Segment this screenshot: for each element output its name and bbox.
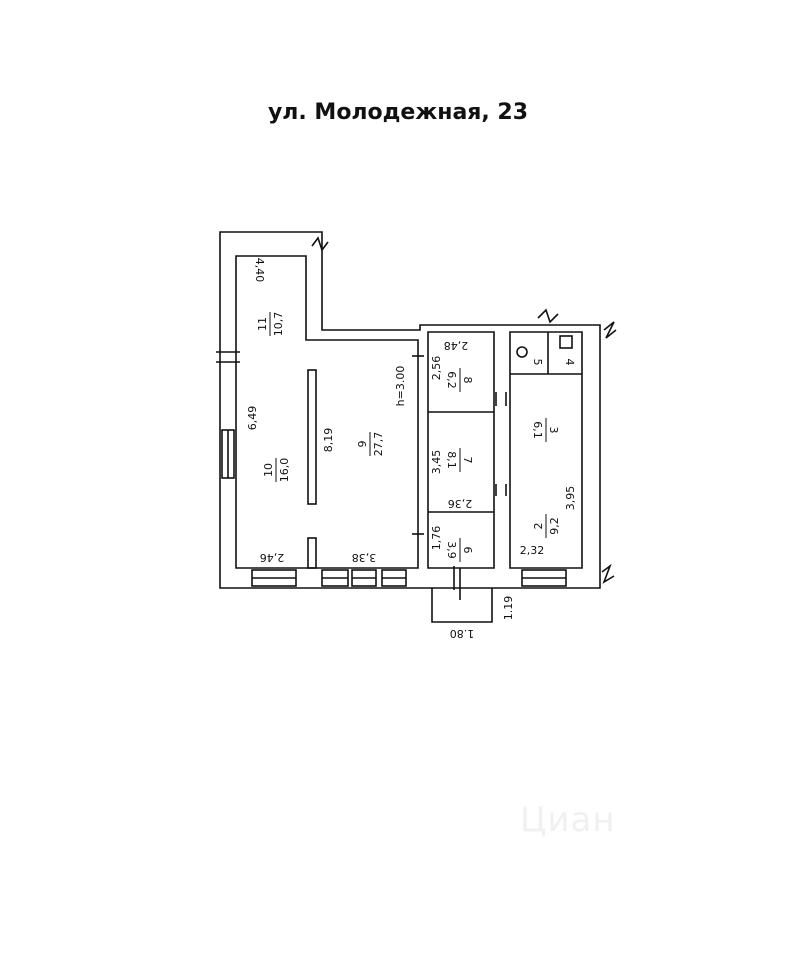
beam-stub — [307, 537, 317, 569]
dim-2-32: 2,32 — [520, 544, 545, 557]
dim-1-19: 1.19 — [502, 596, 515, 621]
room-11-number: 11 — [256, 317, 269, 331]
room-2-number: 2 — [532, 523, 545, 530]
porch — [431, 588, 493, 623]
dim-1-80: 1.80 — [450, 627, 475, 640]
plan-title: ул. Молодежная, 23 — [267, 100, 529, 125]
room-8-area: 6,2 — [445, 371, 458, 389]
room-3-area: 6,1 — [531, 421, 544, 439]
dim-3-95: 3,95 — [564, 486, 577, 511]
room-4-number: 4 — [563, 359, 576, 366]
dim-3-45: 3,45 — [430, 450, 443, 475]
inner-wall-right — [509, 331, 583, 569]
room-6-number: 6 — [461, 547, 474, 554]
dim-6-49: 6,49 — [246, 406, 259, 431]
dim-2-48: 2,48 — [444, 339, 469, 352]
room-10-area: 16,0 — [278, 458, 291, 483]
room-2-area: 9,2 — [548, 517, 561, 535]
dim-3-38: 3,38 — [352, 551, 377, 564]
dim-h-3-00: h=3.00 — [394, 366, 407, 407]
room-10-number: 10 — [262, 463, 275, 477]
outer-wall — [219, 231, 601, 589]
room-9-number: 9 — [356, 441, 369, 448]
room-6-area: 3,9 — [445, 541, 458, 559]
dim-8-19: 8,19 — [322, 428, 335, 453]
room-9-area: 27,7 — [372, 432, 385, 457]
dim-2-56: 2,56 — [430, 356, 443, 381]
walls — [216, 231, 617, 623]
dim-2-46: 2,46 — [260, 551, 285, 564]
dim-4-40: 4,40 — [253, 258, 266, 283]
dim-1-76: 1,76 — [430, 526, 443, 551]
room-3-number: 3 — [547, 427, 560, 434]
beam — [307, 369, 317, 505]
wc-fixture — [559, 335, 573, 349]
room-8-number: 8 — [461, 377, 474, 384]
watermark: Циан — [520, 800, 616, 840]
room-11-area: 10,7 — [272, 312, 285, 337]
dim-2-36: 2,36 — [448, 497, 473, 510]
room-7-area: 8,1 — [445, 451, 458, 469]
room-5-number: 5 — [531, 359, 544, 366]
dimension-labels: 4,40 6,49 8,19 2,46 3,38 h=3.00 2,48 2,5… — [246, 258, 577, 640]
inner-wall-mid — [427, 331, 495, 569]
inner-wall-left — [235, 255, 419, 569]
room-labels: 11 10,7 10 16,0 9 27,7 8 6,2 7 8,1 6 3,9 — [256, 312, 576, 562]
sink-fixture — [516, 346, 528, 358]
room-7-number: 7 — [461, 457, 474, 464]
